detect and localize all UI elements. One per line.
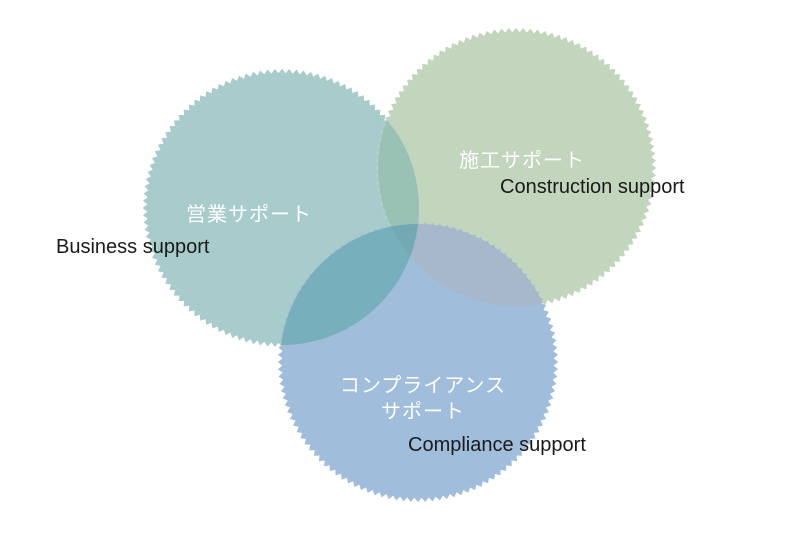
overlap-business-compliance	[280, 224, 419, 345]
overlap-construction-compliance	[378, 224, 556, 306]
compliance-label-jp: コンプライアンス サポート	[338, 372, 508, 424]
business-label-jp: 営業サポート	[186, 202, 312, 226]
compliance-label-jp-line2: サポート	[381, 399, 465, 423]
business-label-en: Business support	[56, 236, 210, 258]
construction-label-en: Construction support	[500, 176, 685, 198]
compliance-label-en: Compliance support	[408, 434, 586, 456]
compliance-label-jp-line1: コンプライアンス	[339, 373, 507, 397]
construction-label-jp: 施工サポート	[459, 148, 585, 172]
